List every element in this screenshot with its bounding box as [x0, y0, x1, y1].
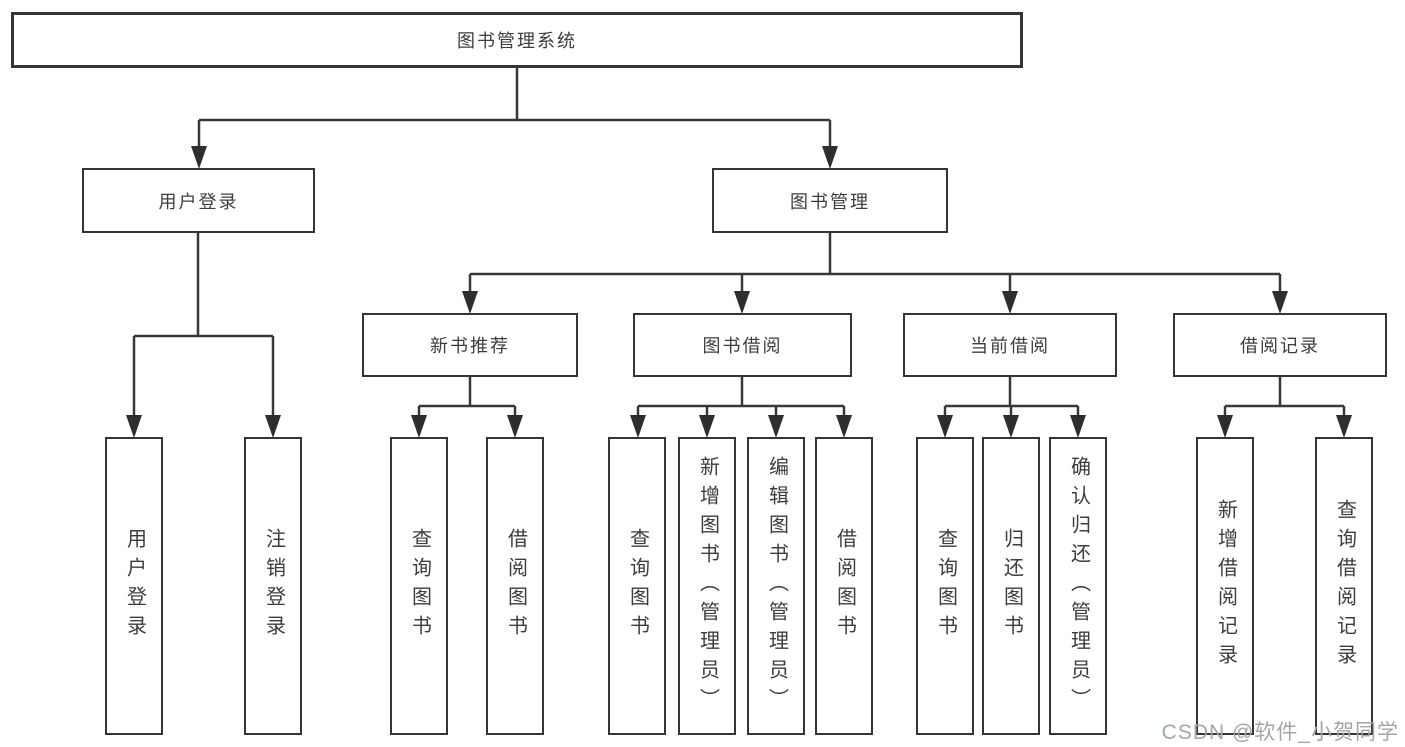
leaf-user-login: 用户登录	[105, 437, 163, 735]
node-root-label: 图书管理系统	[457, 31, 577, 51]
leaf-borrow-books-2: 借阅图书	[815, 437, 873, 735]
arrowheads-leaves	[126, 415, 1352, 438]
leaf-logout: 注销登录	[244, 437, 302, 735]
leaf-borrow-books-1-label: 借阅图书	[504, 528, 527, 644]
node-borrowing-records: 借阅记录	[1173, 313, 1387, 377]
leaf-query-borrow-record-label: 查询借阅记录	[1333, 499, 1356, 673]
node-new-book-recommend: 新书推荐	[362, 313, 578, 377]
leaf-query-books-1-label: 查询图书	[408, 528, 431, 644]
leaf-add-borrow-record-label: 新增借阅记录	[1214, 499, 1237, 673]
node-user-login: 用户登录	[82, 168, 315, 233]
node-book-management-label: 图书管理	[790, 191, 870, 212]
leaf-query-books-1: 查询图书	[390, 437, 448, 735]
leaf-return-books-label: 归还图书	[1000, 528, 1023, 644]
leaf-borrow-books-1: 借阅图书	[486, 437, 544, 735]
connector-record-to-leaves	[1223, 377, 1346, 416]
leaf-edit-books-admin-label: 编辑图书（管理员）	[765, 455, 788, 717]
leaf-confirm-return-admin: 确认归还（管理员）	[1049, 437, 1107, 735]
leaf-confirm-return-admin-label: 确认归还（管理员）	[1067, 455, 1090, 717]
leaf-return-books: 归还图书	[982, 437, 1040, 735]
leaf-borrow-books-2-label: 借阅图书	[833, 528, 856, 644]
connector-borrow-to-leaves	[636, 377, 846, 416]
connector-newbook-to-leaves	[417, 377, 517, 416]
leaf-logout-label: 注销登录	[262, 528, 285, 644]
node-new-book-recommend-label: 新书推荐	[430, 336, 510, 356]
arrowheads-level2	[191, 146, 838, 169]
leaf-edit-books-admin: 编辑图书（管理员）	[747, 437, 805, 735]
leaf-add-books-admin-label: 新增图书（管理员）	[696, 455, 719, 717]
node-book-borrowing: 图书借阅	[633, 313, 852, 377]
arrowheads-level3	[462, 291, 1288, 314]
leaf-query-books-2: 查询图书	[608, 437, 666, 735]
leaf-user-login-label: 用户登录	[123, 528, 146, 644]
leaf-add-borrow-record: 新增借阅记录	[1196, 437, 1254, 735]
leaf-add-books-admin: 新增图书（管理员）	[678, 437, 736, 735]
leaf-query-books-3-label: 查询图书	[934, 528, 957, 644]
connector-userlogin-to-leaves	[132, 233, 275, 416]
node-book-management: 图书管理	[712, 168, 948, 233]
node-current-borrowing-label: 当前借阅	[970, 336, 1050, 356]
leaf-query-books-2-label: 查询图书	[626, 528, 649, 644]
node-user-login-label: 用户登录	[158, 191, 239, 212]
node-borrowing-records-label: 借阅记录	[1240, 336, 1320, 356]
leaf-query-borrow-record: 查询借阅记录	[1315, 437, 1373, 735]
csdn-watermark: CSDN @软件_小贺同学	[1161, 721, 1399, 744]
connector-current-to-leaves	[943, 377, 1080, 416]
node-book-borrowing-label: 图书借阅	[702, 336, 783, 356]
node-root: 图书管理系统	[11, 12, 1023, 68]
connector-root-to-level2	[197, 68, 832, 147]
leaf-query-books-3: 查询图书	[916, 437, 974, 735]
connector-bookmgmt-to-level3	[468, 233, 1282, 292]
node-current-borrowing: 当前借阅	[903, 313, 1117, 377]
